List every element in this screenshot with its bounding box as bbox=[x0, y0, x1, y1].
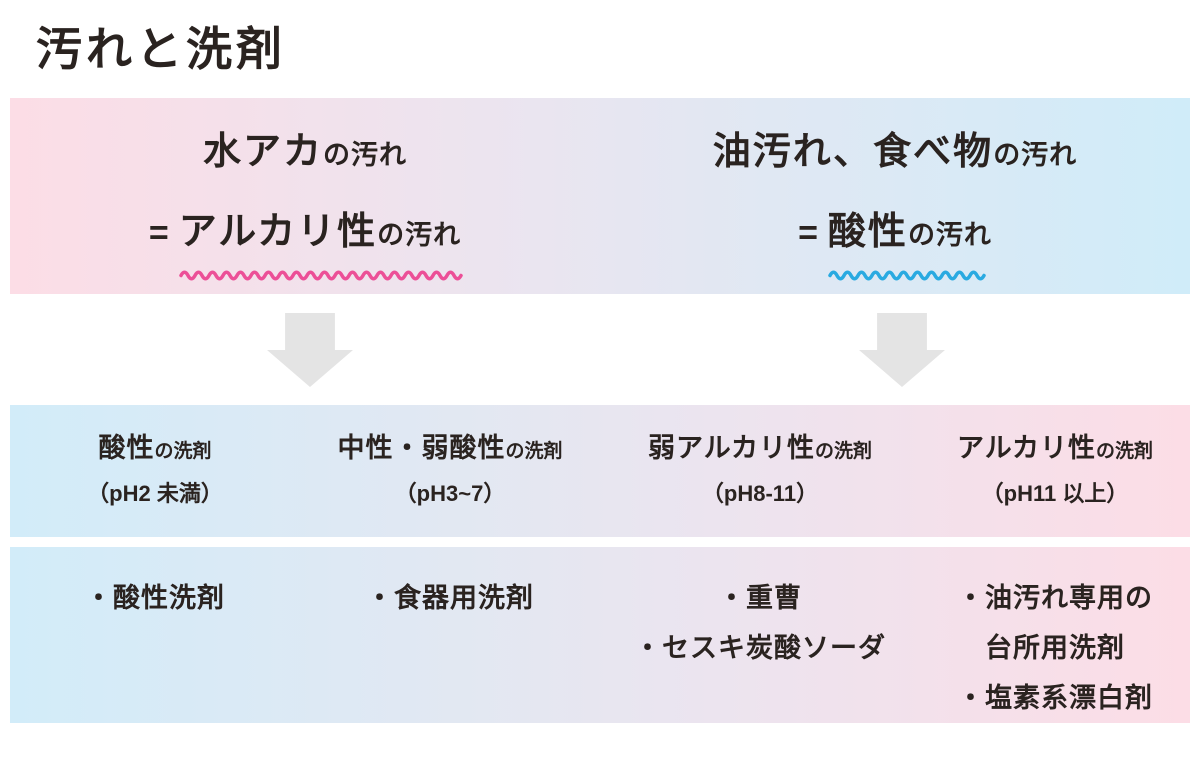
detergent-name-suffix: の洗剤 bbox=[505, 441, 563, 462]
ph-range: （pH3~7） bbox=[394, 481, 506, 506]
detergent-name: アルカリ性 bbox=[957, 433, 1096, 463]
product-item-continuation: 台所用洗剤 bbox=[985, 633, 1125, 663]
dirt-acid-block: 油汚れ、食べ物の汚れ =酸性の汚れ bbox=[600, 98, 1190, 294]
dirt-acid-line2-suffix: の汚れ bbox=[907, 220, 992, 250]
product-item: ・油汚れ専用の bbox=[957, 583, 1153, 613]
product-examples-banner: ・酸性洗剤 ・食器用洗剤 ・重曹 ・セスキ炭酸ソーダ ・油汚れ専用の 台所用洗剤… bbox=[10, 547, 1190, 723]
dirt-acid-line1-main: 油汚れ、食べ物 bbox=[712, 131, 994, 173]
pink-wavy-underline bbox=[178, 270, 463, 281]
dirt-alkaline-line1-suffix: の汚れ bbox=[323, 140, 407, 170]
dirt-alkaline-line1-main: 水アカ bbox=[202, 131, 323, 173]
dirt-alkaline-line2: =アルカリ性の汚れ bbox=[10, 204, 600, 281]
down-arrow-icon bbox=[859, 313, 945, 387]
page-title: 汚れと洗剤 bbox=[36, 23, 286, 75]
detergent-name: 酸性 bbox=[98, 433, 155, 463]
detergent-col-neutral: 中性・弱酸性の洗剤 （pH3~7） bbox=[300, 405, 600, 537]
products-col-alkaline: ・油汚れ専用の 台所用洗剤 ・塩素系漂白剤 bbox=[920, 547, 1190, 723]
product-item: ・食器用洗剤 bbox=[366, 583, 534, 613]
down-arrow-icon bbox=[267, 313, 353, 387]
dirt-types-banner: 水アカの汚れ =アルカリ性の汚れ 油汚れ、食べ物の汚れ =酸性の汚れ bbox=[10, 98, 1190, 294]
product-item: ・重曹 bbox=[718, 583, 802, 613]
detergent-name-suffix: の洗剤 bbox=[814, 441, 872, 462]
products-col-neutral: ・食器用洗剤 bbox=[300, 547, 600, 723]
blue-wavy-underline bbox=[828, 270, 986, 281]
product-item: ・セスキ炭酸ソーダ bbox=[634, 633, 886, 663]
detergent-name-suffix: の洗剤 bbox=[1095, 441, 1153, 462]
detergent-name: 中性・弱酸性 bbox=[337, 433, 506, 463]
product-item: ・塩素系漂白剤 bbox=[957, 683, 1153, 713]
dirt-alkaline-line2-main: アルカリ性 bbox=[178, 211, 378, 253]
dirt-acid-line2-main: 酸性 bbox=[827, 211, 908, 253]
dirt-alkaline-line2-suffix: の汚れ bbox=[377, 220, 462, 250]
detergent-col-weak-alkaline: 弱アルカリ性の洗剤 （pH8-11） bbox=[600, 405, 920, 537]
dirt-acid-line2: =酸性の汚れ bbox=[600, 204, 1190, 281]
ph-range: （pH8-11） bbox=[701, 481, 819, 506]
detergent-col-acid: 酸性の洗剤 （pH2 未満） bbox=[10, 405, 300, 537]
detergent-types-banner: 酸性の洗剤 （pH2 未満） 中性・弱酸性の洗剤 （pH3~7） 弱アルカリ性の… bbox=[10, 405, 1190, 537]
dirt-alkaline-line1: 水アカの汚れ bbox=[10, 124, 600, 188]
products-col-acid: ・酸性洗剤 bbox=[10, 547, 300, 723]
arrow-row bbox=[0, 294, 1200, 405]
products-col-weak-alkaline: ・重曹 ・セスキ炭酸ソーダ bbox=[600, 547, 920, 723]
detergent-name-suffix: の洗剤 bbox=[154, 441, 212, 462]
dirt-acid-line1-suffix: の汚れ bbox=[993, 140, 1078, 170]
dirt-acid-line1: 油汚れ、食べ物の汚れ bbox=[600, 124, 1190, 188]
product-item: ・酸性洗剤 bbox=[85, 583, 225, 613]
ph-range: （pH2 未満） bbox=[87, 481, 223, 506]
dirt-alkaline-underlined-phrase: アルカリ性の汚れ bbox=[178, 204, 463, 281]
dirt-acid-underlined-phrase: 酸性の汚れ bbox=[827, 204, 992, 281]
dirt-alkaline-block: 水アカの汚れ =アルカリ性の汚れ bbox=[10, 98, 600, 294]
detergent-name: 弱アルカリ性 bbox=[648, 433, 815, 463]
detergent-col-alkaline: アルカリ性の洗剤 （pH11 以上） bbox=[920, 405, 1190, 537]
ph-range: （pH11 以上） bbox=[981, 481, 1129, 506]
equals-sign: = bbox=[798, 214, 818, 252]
equals-sign: = bbox=[148, 214, 169, 252]
